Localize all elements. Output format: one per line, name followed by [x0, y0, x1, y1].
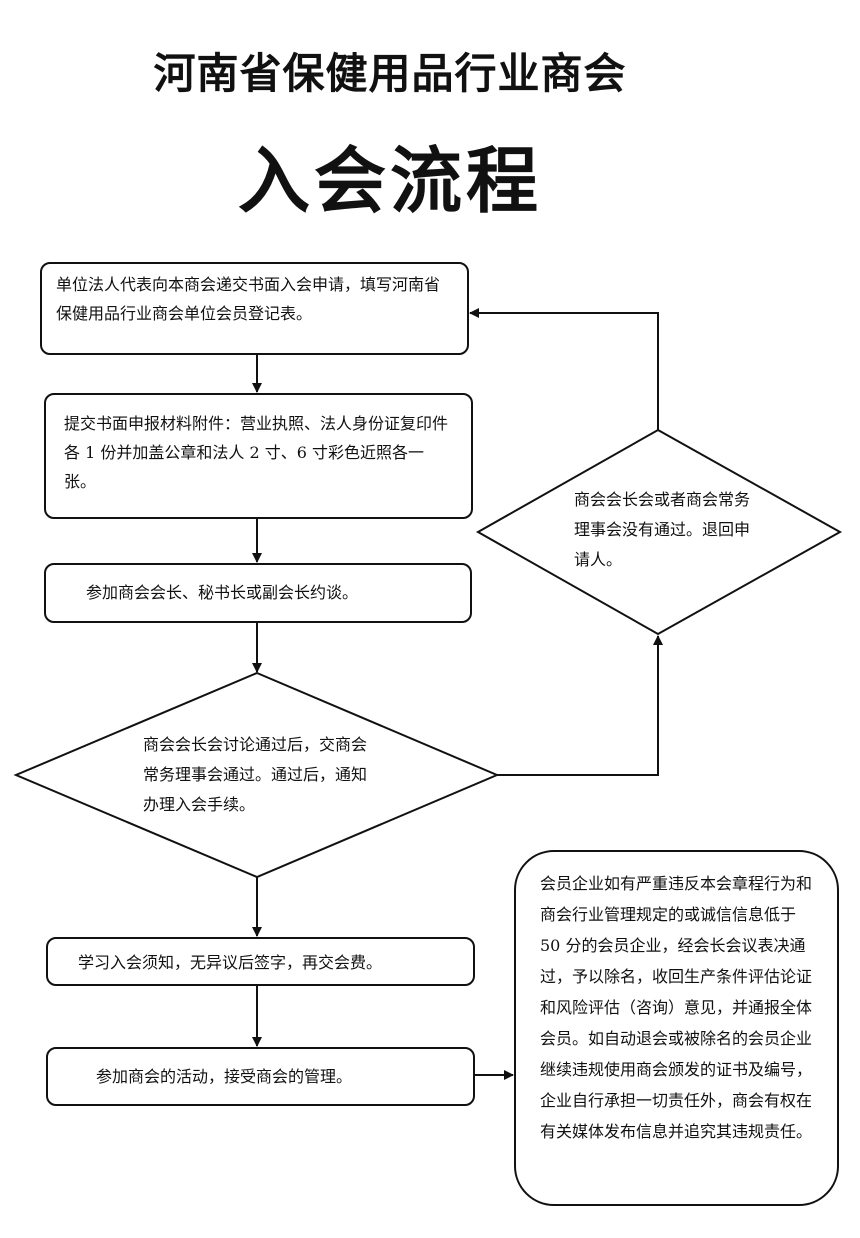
step-apply: 单位法人代表向本商会递交书面入会申请，填写河南省保健用品行业商会单位会员登记表。 — [40, 262, 469, 355]
expulsion-note: 会员企业如有严重违反本会章程行为和商会行业管理规定的或诚信信息低于 50 分的会… — [514, 850, 839, 1206]
step-interview-text: 参加商会会长、秘书长或副会长约谈。 — [86, 583, 359, 602]
expulsion-note-text: 会员企业如有严重违反本会章程行为和商会行业管理规定的或诚信信息低于 50 分的会… — [540, 874, 813, 1141]
step-sign-text: 学习入会须知，无异议后签字，再交会费。 — [78, 953, 383, 972]
step-interview: 参加商会会长、秘书长或副会长约谈。 — [44, 563, 472, 623]
rejection-text: 商会会长会或者商会常务理事会没有通过。退回申请人。 — [574, 490, 751, 569]
organization-title: 河南省保健用品行业商会 — [153, 49, 627, 98]
page-title: 入会流程 — [237, 139, 542, 223]
step-participate: 参加商会的活动，接受商会的管理。 — [46, 1047, 475, 1106]
step-apply-text: 单位法人代表向本商会递交书面入会申请，填写河南省保健用品行业商会单位会员登记表。 — [56, 275, 441, 323]
step-submit-text: 提交书面申报材料附件：营业执照、法人身份证复印件各 1 份并加盖公章和法人 2 … — [64, 414, 449, 491]
decision-text: 商会会长会讨论通过后，交商会常务理事会通过。通过后，通知办理入会手续。 — [143, 735, 368, 814]
arrow-decision-reject — [497, 635, 663, 776]
step-sign-pay: 学习入会须知，无异议后签字，再交会费。 — [46, 937, 475, 986]
rejection-diamond — [475, 428, 843, 636]
step-participate-text: 参加商会的活动，接受商会的管理。 — [96, 1067, 353, 1086]
arrow-reject-step1 — [469, 308, 659, 430]
step-submit-materials: 提交书面申报材料附件：营业执照、法人身份证复印件各 1 份并加盖公章和法人 2 … — [44, 393, 473, 519]
